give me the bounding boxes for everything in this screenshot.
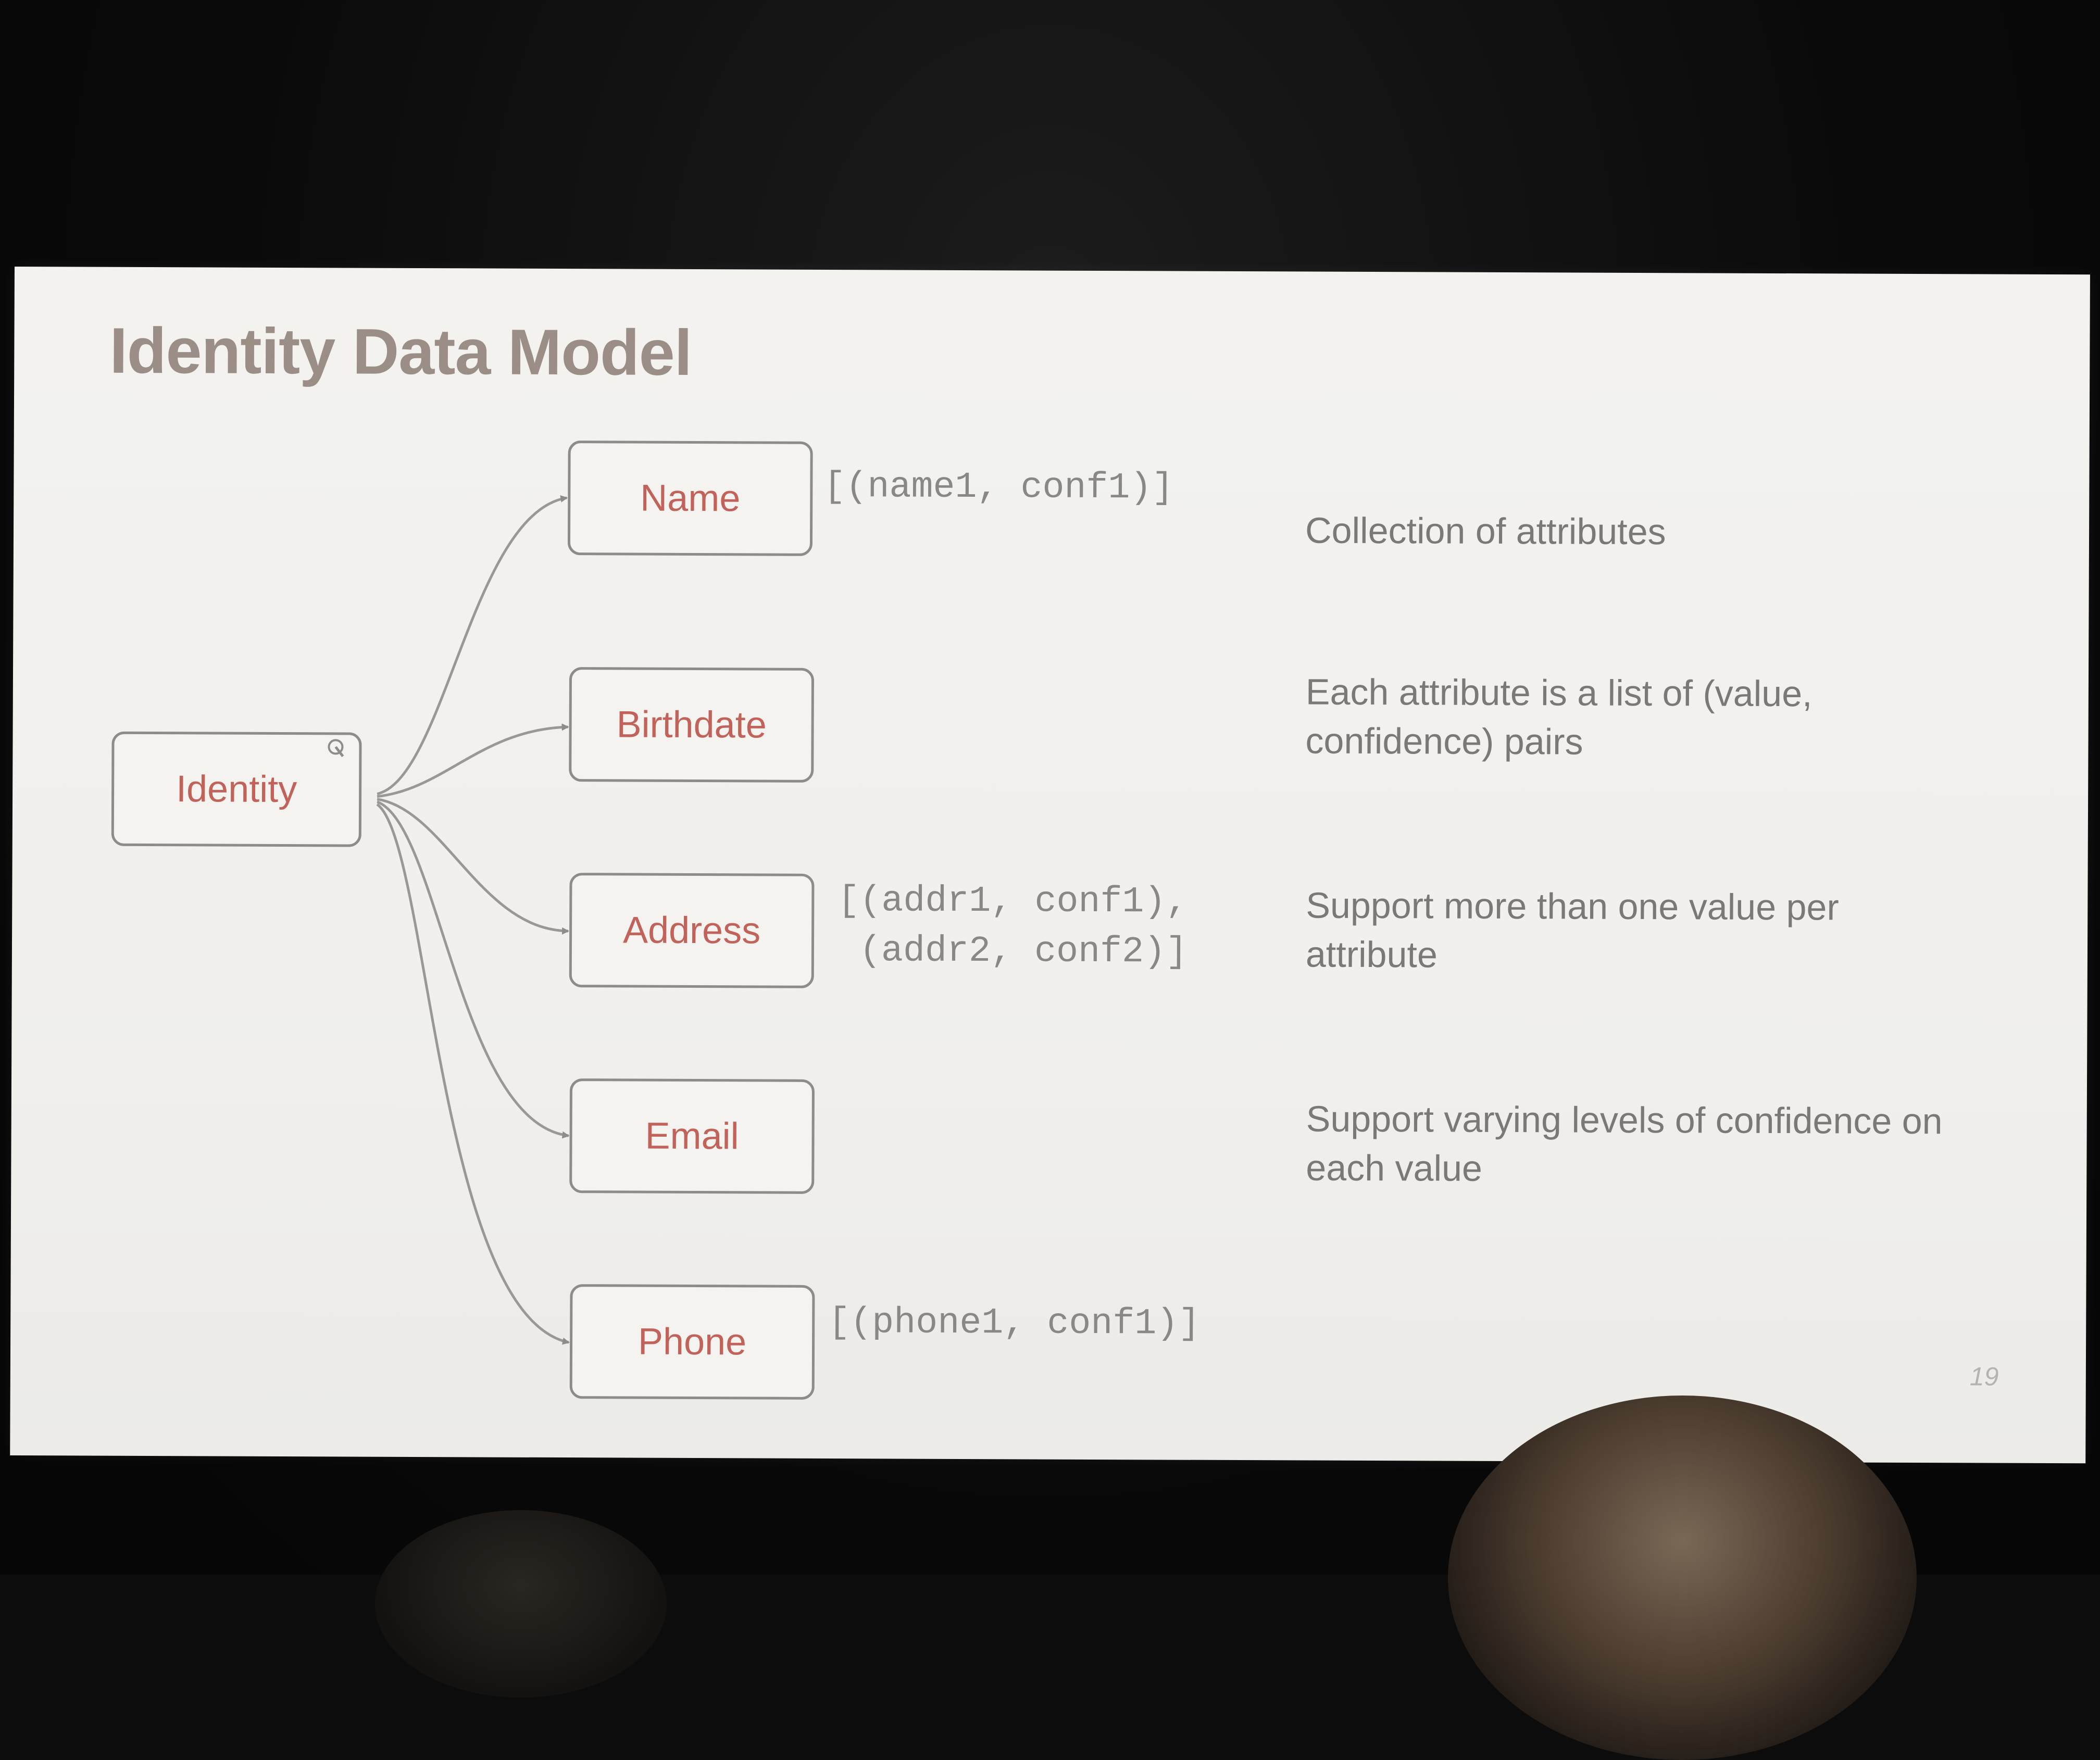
audience-head-left [375,1510,667,1698]
attribute-node-email: Email [569,1078,815,1194]
connector-address [377,798,570,935]
attribute-label-phone: Phone [638,1321,747,1363]
projected-slide: Identity Data Model Identity Name Birthd… [10,267,2090,1464]
identity-node-label: Identity [176,768,297,811]
note-attribute-list: Each attribute is a list of (value, conf… [1305,671,1813,762]
attribute-label-address: Address [622,909,761,952]
attribute-label-email: Email [645,1115,739,1158]
connector-birthdate [377,723,569,798]
audience-head-right [1448,1396,1917,1760]
attribute-node-address: Address [569,873,815,988]
attribute-value-name: [(name1, conf1)] [823,466,1174,509]
connector-phone [376,803,570,1345]
note-confidence-levels: Support varying levels of confidence on … [1306,1098,1943,1189]
attribute-label-birthdate: Birthdate [616,703,767,746]
connector-name [377,495,568,796]
attribute-label-name: Name [640,477,741,520]
attribute-value-phone: [(phone1, conf1)] [828,1302,1201,1345]
attribute-node-birthdate: Birthdate [569,667,815,783]
note-multiple-values: Support more than one value per attribut… [1305,885,1839,975]
attribute-node-name: Name [567,441,813,556]
identity-node: Identity [111,731,362,847]
note-collection: Collection of attributes [1305,510,1666,552]
diagram-connectors [376,495,570,1345]
attribute-node-phone: Phone [569,1284,815,1400]
attribute-value-address: [(addr1, conf1), (addr2, conf2)] [837,881,1188,973]
page-number: 19 [1969,1362,1999,1391]
cursor-icon [328,739,344,757]
connector-email [377,800,570,1139]
